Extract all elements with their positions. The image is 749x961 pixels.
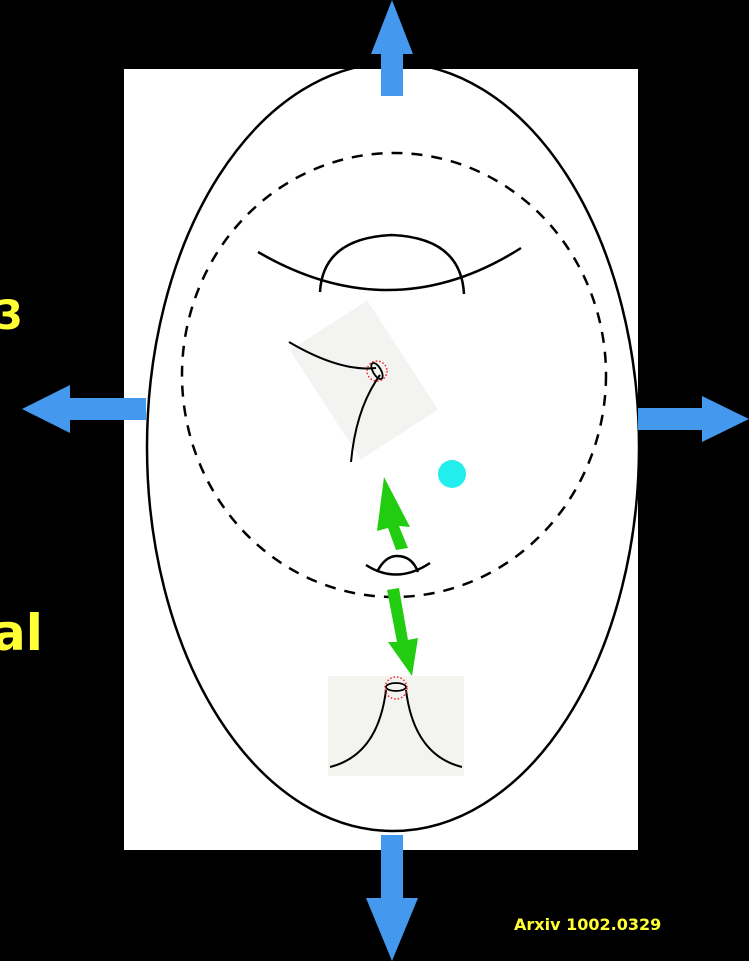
citation-label: Arxiv 1002.0329 [514, 915, 661, 934]
arrow-down-icon [366, 835, 418, 961]
arrow-right-icon [638, 396, 749, 442]
cyan-dot [438, 460, 466, 488]
